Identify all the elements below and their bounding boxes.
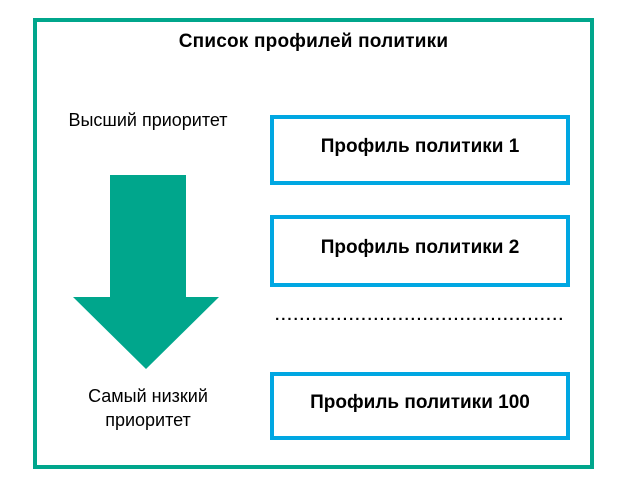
ellipsis-separator: ........................................… bbox=[275, 307, 565, 324]
low-priority-label: Самый низкий приоритет bbox=[40, 384, 256, 432]
down-arrow-icon bbox=[73, 175, 219, 369]
policy-profile-box-2-label: Профиль политики 2 bbox=[320, 237, 520, 258]
policy-profile-box-100-label: Профиль политики 100 bbox=[310, 392, 530, 413]
policy-profile-box-1-label: Профиль политики 1 bbox=[320, 136, 520, 157]
policy-profile-box-100: Профиль политики 100 bbox=[270, 372, 570, 440]
high-priority-label: Высший приоритет bbox=[68, 110, 228, 130]
policy-profile-box-2: Профиль политики 2 bbox=[270, 215, 570, 287]
policy-profile-box-1: Профиль политики 1 bbox=[270, 115, 570, 185]
diagram-title: Список профилей политики bbox=[178, 31, 449, 52]
low-priority-label-line2: приоритет bbox=[105, 410, 191, 430]
low-priority-label-line1: Самый низкий bbox=[88, 386, 208, 406]
